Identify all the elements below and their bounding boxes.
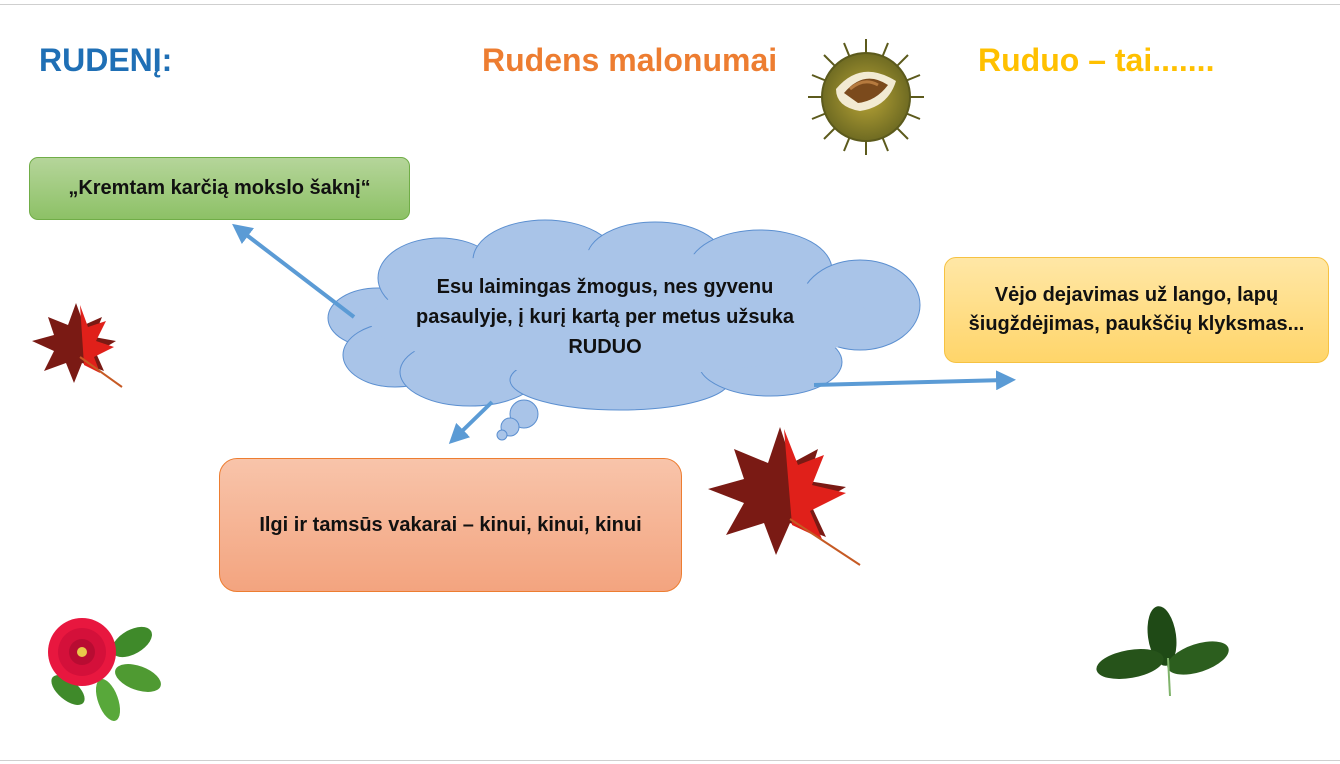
orange-box-label: Ilgi ir tamsūs vakarai – kinui, kinui, k… <box>259 513 642 536</box>
top-rule <box>0 4 1340 5</box>
maple-leaf-icon <box>708 427 861 566</box>
heading-rudeni: RUDENĮ: <box>39 42 173 78</box>
heading-rudens-malonumai: Rudens malonumai <box>482 42 778 78</box>
bottom-rule <box>0 760 1340 761</box>
clover-leaf-icon <box>1096 606 1229 697</box>
arrow-to-orange-box <box>448 400 494 444</box>
yellow-box-label: Vėjo dejavimas už lango, lapų šiugždėjim… <box>968 284 1305 335</box>
arrow-to-yellow-box <box>813 370 1016 391</box>
arrow-to-green-box <box>232 223 356 319</box>
thought-cloud <box>327 219 921 441</box>
chestnut-icon <box>808 39 924 155</box>
green-box-label: „Kremtam karčią mokslo šaknį“ <box>68 177 371 199</box>
green-text-box: „Kremtam karčią mokslo šaknį“ <box>29 157 410 220</box>
maple-leaf-icon <box>32 303 123 388</box>
cloud-text: Esu laimingas žmogus, nes gyvenu pasauly… <box>416 276 794 358</box>
flower-icon <box>48 618 161 721</box>
orange-text-box: Ilgi ir tamsūs vakarai – kinui, kinui, k… <box>219 458 682 592</box>
yellow-text-box: Vėjo dejavimas už lango, lapų šiugždėjim… <box>944 257 1329 363</box>
heading-ruduo-tai: Ruduo – tai....... <box>978 42 1215 78</box>
